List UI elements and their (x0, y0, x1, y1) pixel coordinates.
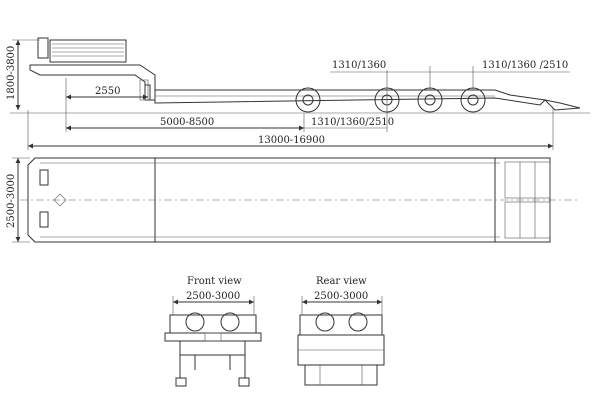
rear-axle-dimension: 1310/1360 /2510 (482, 60, 568, 71)
deck-length-dimension: 5000-8500 (160, 117, 214, 128)
height-dimension: 1800-3800 (6, 46, 17, 100)
gooseneck-dimension: 2550 (95, 86, 120, 97)
front-view: Front view 2500-3000 (164, 276, 262, 387)
rear-view-title: Rear view (316, 276, 367, 287)
overall-length-dimension: 13000-16900 (258, 135, 325, 146)
first-axle-dimension: 1310/1360/2510 (311, 117, 394, 128)
side-dimensions: 1800-3800 2550 5000-8500 1310/1360/2510 … (6, 39, 570, 150)
front-view-title: Front view (187, 276, 242, 287)
front-width-dimension: 2500-3000 (186, 291, 240, 302)
rear-width-dimension: 2500-3000 (314, 291, 368, 302)
rear-view: Rear view 2500-3000 (297, 276, 385, 386)
axle-spacing-dimension: 1310/1360 (332, 60, 386, 71)
top-view: 2500-3000 (6, 157, 580, 243)
side-view (10, 37, 590, 114)
width-dimension: 2500-3000 (6, 174, 17, 228)
